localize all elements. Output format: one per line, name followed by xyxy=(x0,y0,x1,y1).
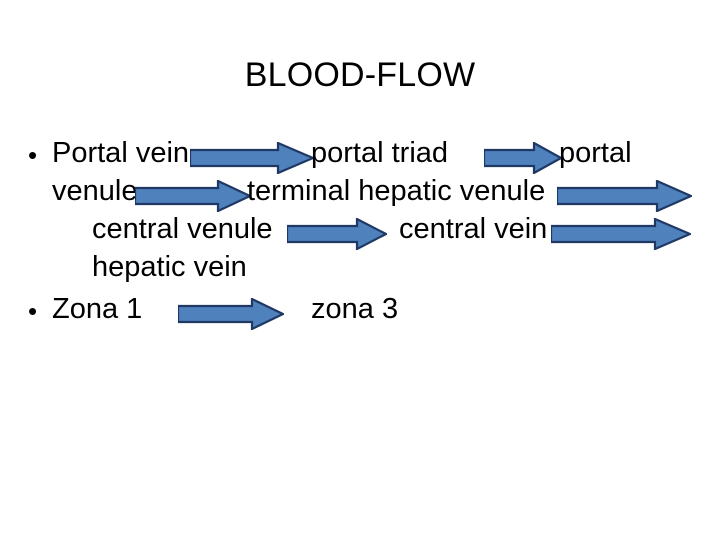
text-terminal-hepatic-venule: terminal hepatic venule xyxy=(247,175,546,207)
text-central-vein: central vein xyxy=(399,213,548,245)
text-hepatic-vein: hepatic vein xyxy=(92,251,247,283)
flow-arrow-5 xyxy=(287,218,387,250)
slide-title: BLOOD-FLOW xyxy=(244,56,476,94)
text-portal: portal xyxy=(559,137,632,169)
flow-arrow-1 xyxy=(190,142,314,174)
flow-arrow-3 xyxy=(135,180,251,212)
flow-arrow-2 xyxy=(484,142,562,174)
bullet-marker-2: • xyxy=(28,296,38,326)
text-zona-3: zona 3 xyxy=(311,293,399,325)
flow-arrow-6 xyxy=(551,218,691,250)
slide-body: • Portal vein portal triad portal venule xyxy=(0,124,720,344)
text-venule: venule xyxy=(52,175,138,207)
text-portal-vein: Portal vein xyxy=(52,137,190,169)
bullet-marker-1: • xyxy=(28,140,38,170)
text-central-venule: central venule xyxy=(92,213,273,245)
flow-arrow-4 xyxy=(557,180,692,212)
text-zona-1: Zona 1 xyxy=(52,293,143,325)
flow-arrow-7 xyxy=(178,298,284,330)
text-portal-triad: portal triad xyxy=(311,137,449,169)
